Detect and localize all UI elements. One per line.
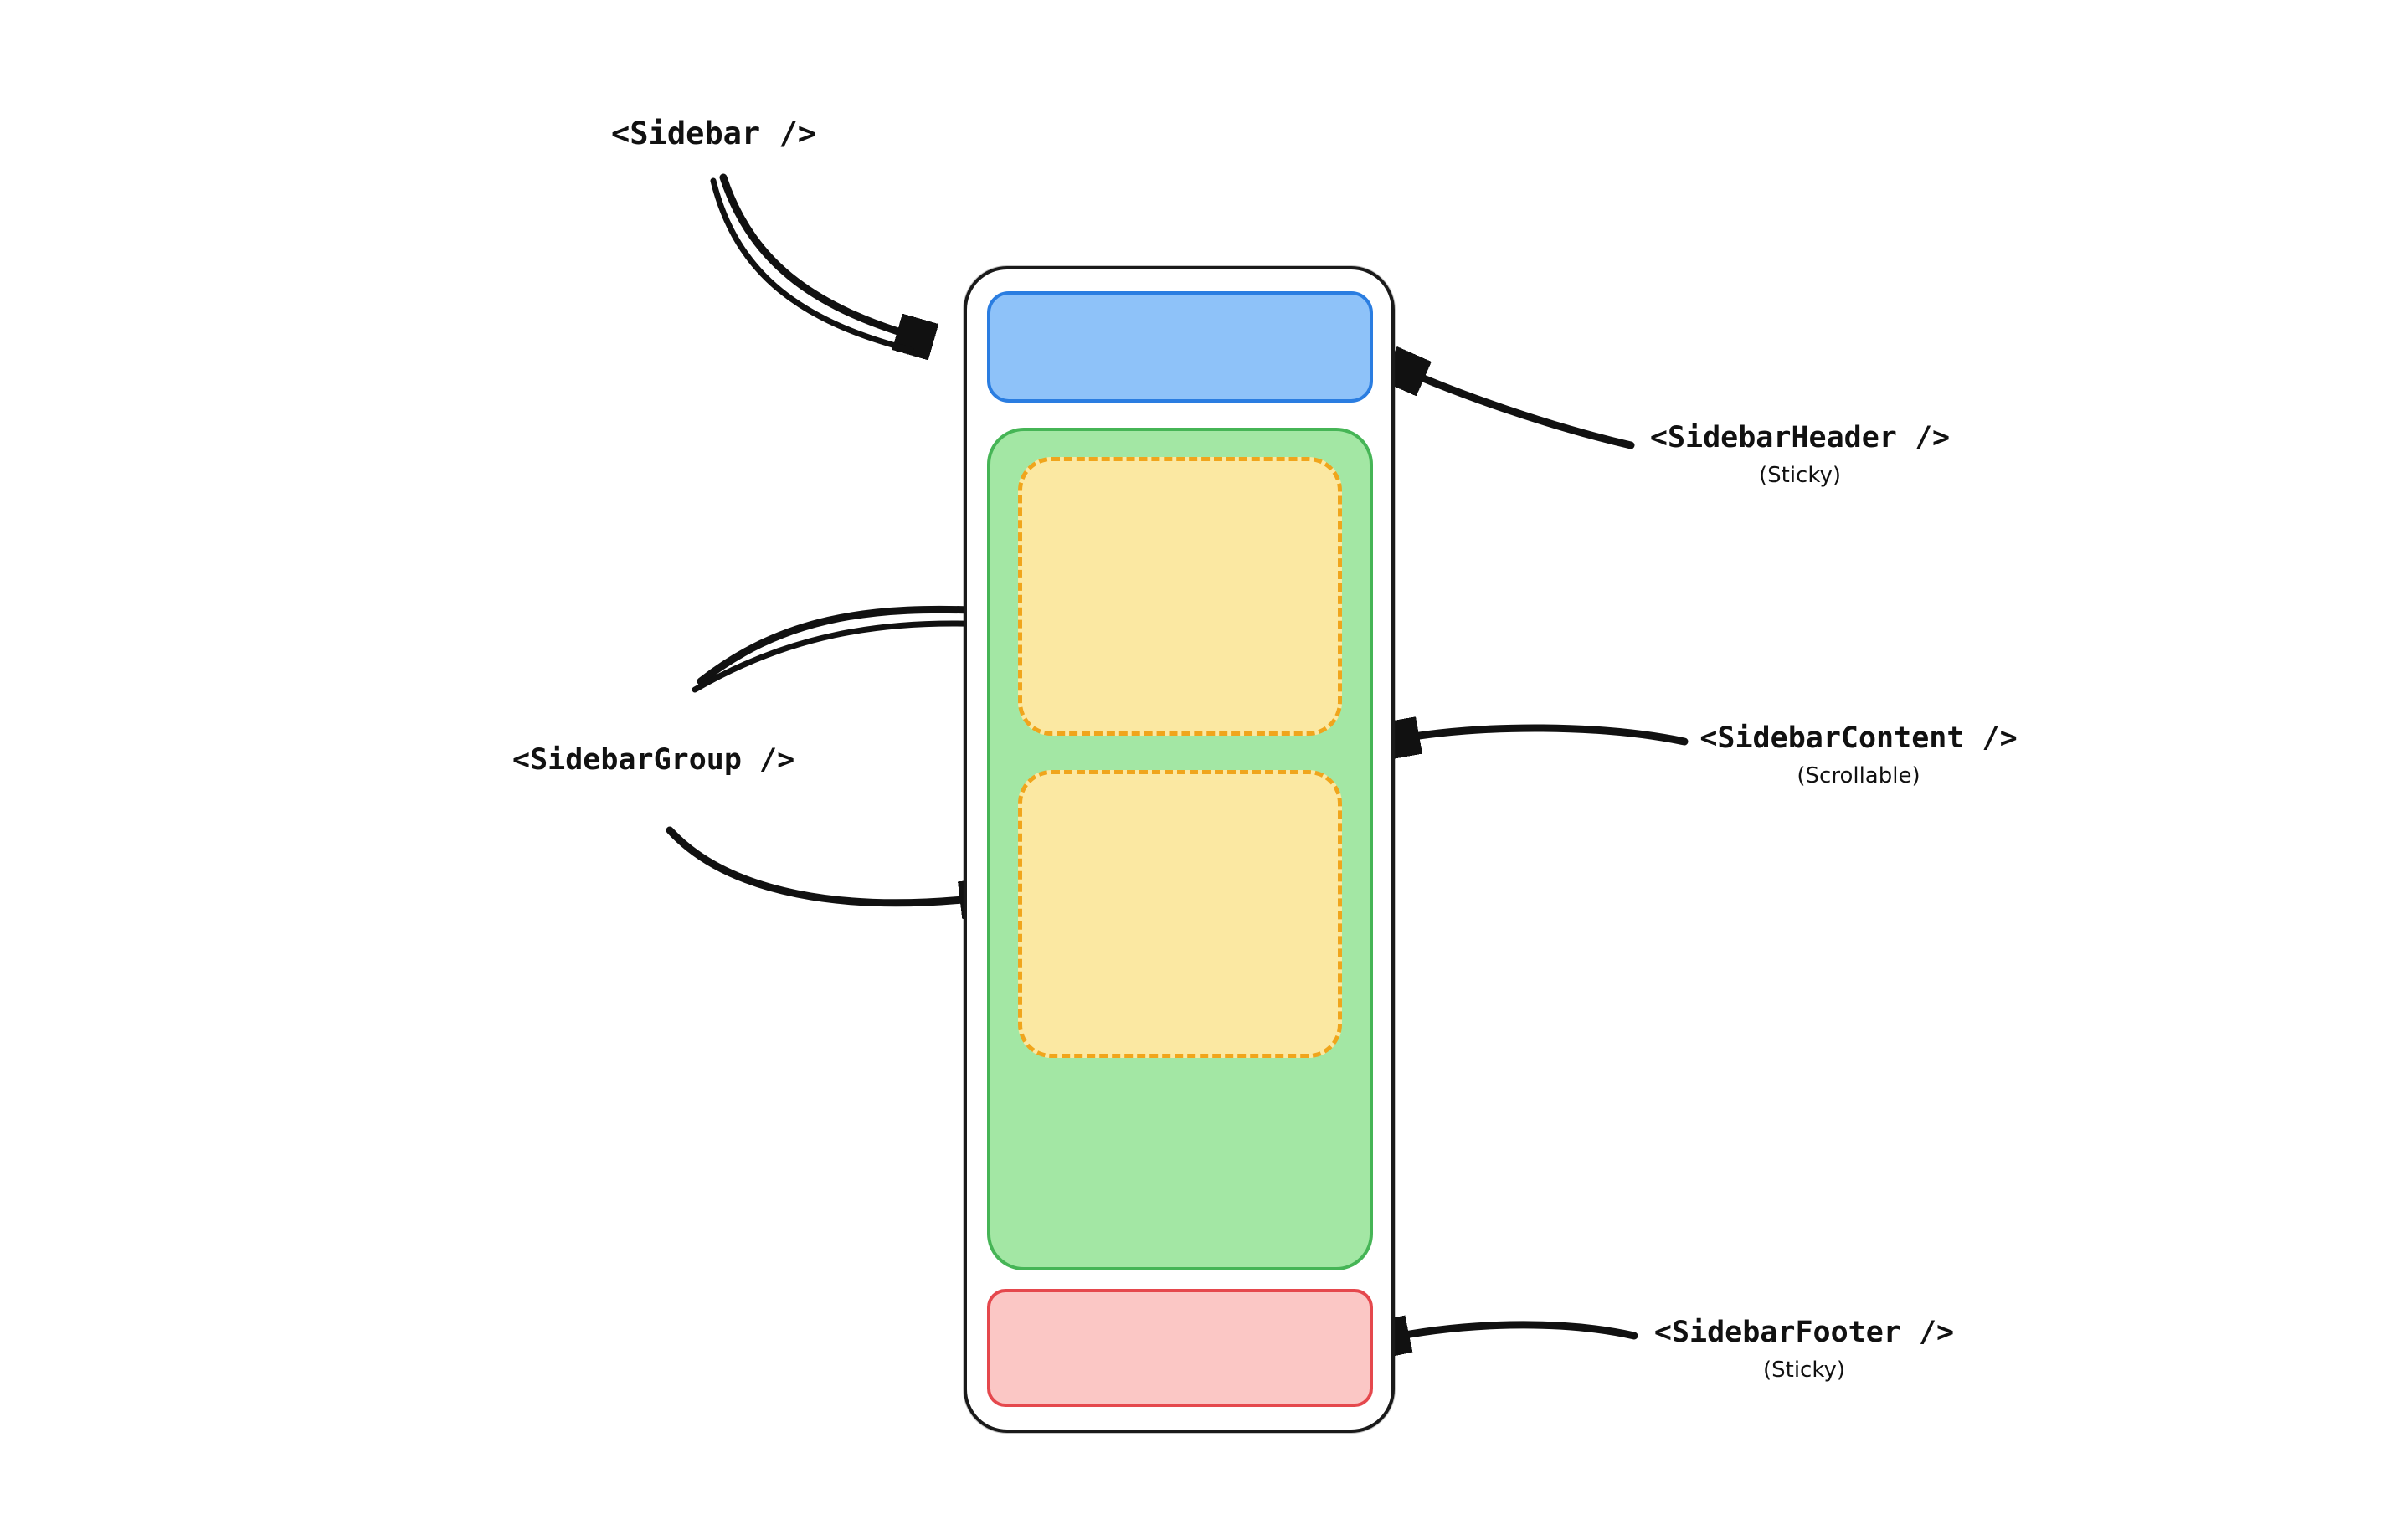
sidebar-content-box xyxy=(987,428,1373,1270)
sidebar-group-box-1 xyxy=(1018,457,1342,736)
sidebar-header-box xyxy=(987,291,1373,403)
sidebar-label-block: <Sidebar /> xyxy=(611,116,816,151)
content-sub-label: (Scrollable) xyxy=(1797,763,1920,788)
sidebar-arrow xyxy=(719,173,923,339)
footer-sub-label: (Sticky) xyxy=(1762,1358,1846,1383)
header-label: <SidebarHeader /> xyxy=(1649,421,1951,454)
footer-arrow xyxy=(1383,1325,1638,1339)
content-label-block: <SidebarContent /> (Scrollable) xyxy=(1674,721,2043,788)
footer-label-block: <SidebarFooter /> (Sticky) xyxy=(1637,1316,1972,1383)
group-arrow-1 xyxy=(697,609,1003,685)
group-label-block: <SidebarGroup /> xyxy=(512,743,794,777)
header-label-block: <SidebarHeader /> (Sticky) xyxy=(1632,421,1967,488)
sidebar-label: <Sidebar /> xyxy=(611,116,817,151)
footer-label: <SidebarFooter /> xyxy=(1653,1316,1955,1349)
group-arrow-1-stroke2 xyxy=(692,620,991,693)
group-arrow-2 xyxy=(666,826,986,903)
content-arrow xyxy=(1393,728,1689,742)
group-label: <SidebarGroup /> xyxy=(512,743,795,777)
sidebar-arrow-stroke2 xyxy=(710,177,914,353)
sidebar-footer-box xyxy=(987,1289,1373,1407)
header-sub-label: (Sticky) xyxy=(1758,463,1842,488)
header-arrow xyxy=(1400,368,1635,449)
sidebar-group-box-2 xyxy=(1018,770,1342,1058)
sidebar-container xyxy=(964,266,1395,1433)
content-label: <SidebarContent /> xyxy=(1699,721,2018,755)
